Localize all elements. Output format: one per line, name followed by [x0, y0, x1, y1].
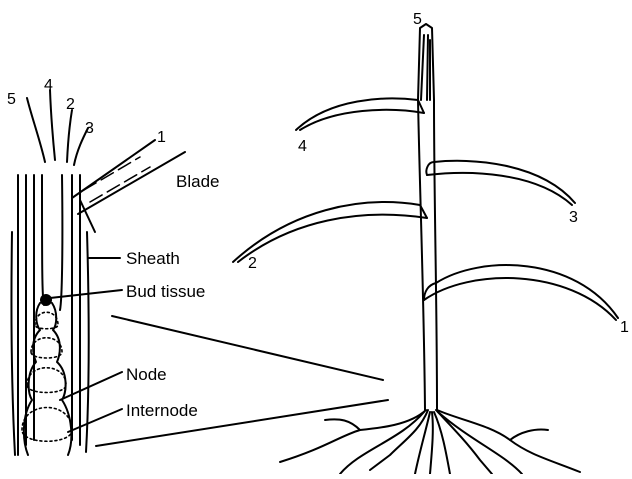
plant-leaf-number: 2 — [248, 255, 257, 272]
section-leaf-number: 1 — [157, 129, 166, 146]
plant-leaf-number: 3 — [569, 209, 578, 226]
plant-leaf-number: 4 — [298, 138, 307, 155]
plant-outline — [233, 24, 618, 474]
section-leaf-number: 4 — [44, 77, 53, 94]
plant-leaf-number: 5 — [413, 11, 422, 28]
blade-label: Blade — [176, 172, 219, 191]
section-leaf-number: 2 — [66, 96, 75, 113]
label-leaders — [50, 258, 388, 446]
section-leaf-number: 3 — [85, 120, 94, 137]
bud-tissue-dot — [40, 294, 52, 306]
plant-leaf-number: 1 — [620, 319, 629, 336]
bud-tissue-label: Bud tissue — [126, 282, 205, 301]
sheath-label: Sheath — [126, 249, 180, 268]
node-label: Node — [126, 365, 167, 384]
section-leaf-number: 5 — [7, 91, 16, 108]
internode-label: Internode — [126, 401, 198, 420]
